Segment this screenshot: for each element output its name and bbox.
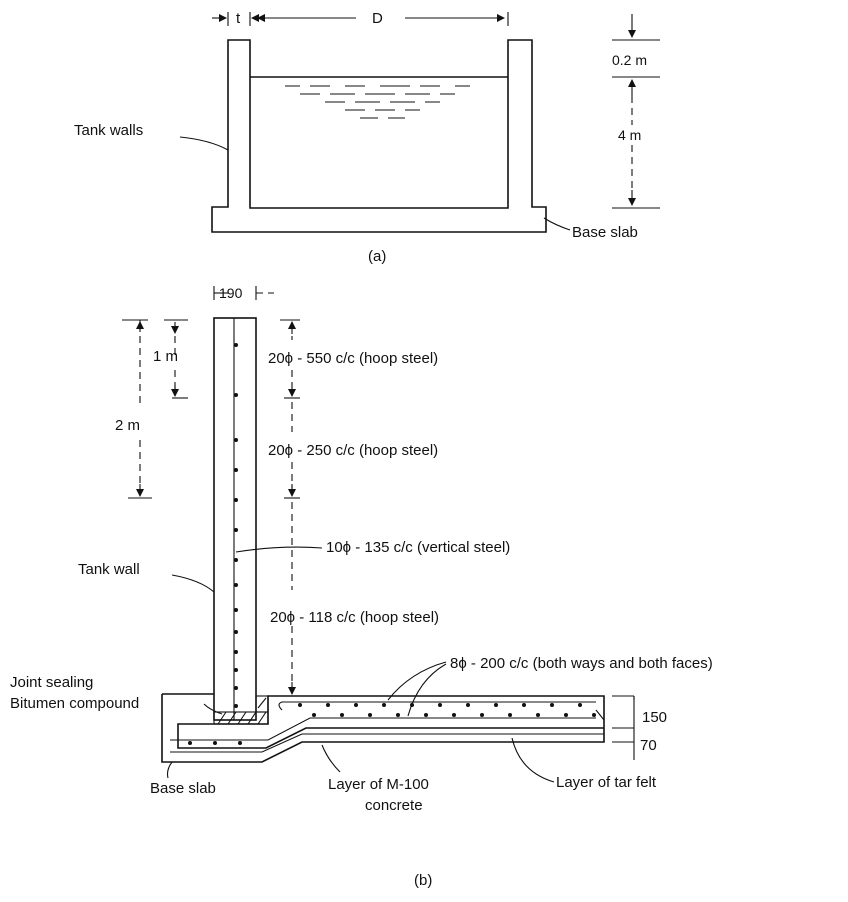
hoop-rebar-dot bbox=[234, 528, 238, 532]
slab-rebar-dot bbox=[578, 703, 582, 707]
label-joint-line2: Bitumen compound bbox=[10, 695, 139, 712]
label-steel-hoop-bottom: 20ϕ - 118 c/c (hoop steel) bbox=[270, 609, 439, 626]
leader-joint bbox=[203, 703, 223, 715]
caption-a: (a) bbox=[368, 248, 386, 265]
label-tank-walls: Tank walls bbox=[74, 122, 143, 139]
slab-top-rebar bbox=[278, 701, 596, 711]
hoop-rebar-dot bbox=[234, 558, 238, 562]
water-hatching bbox=[285, 85, 470, 119]
label-joint-line1: Joint sealing bbox=[10, 674, 93, 691]
base-slab-b bbox=[161, 694, 605, 763]
slab-rebar-dot bbox=[298, 703, 302, 707]
figure-a: t D 0.2 m 4 m Tank walls Base slab (a) bbox=[74, 10, 660, 265]
leader-slab-steel-2 bbox=[407, 663, 447, 717]
hoop-rebar-dot bbox=[234, 438, 238, 442]
dim-2m-label: 2 m bbox=[115, 417, 140, 434]
leader-tar-felt bbox=[511, 737, 555, 783]
slab-rebar-dots bbox=[188, 703, 596, 745]
label-steel-hoop-mid: 20ϕ - 250 c/c (hoop steel) bbox=[268, 442, 438, 459]
slab-rebar-dot bbox=[494, 703, 498, 707]
hoop-rebar-dot bbox=[234, 468, 238, 472]
slab-rebar-dot bbox=[368, 713, 372, 717]
slab-rebar-dot bbox=[326, 703, 330, 707]
leader-m100 bbox=[321, 744, 341, 773]
slab-rebar-dot bbox=[592, 713, 596, 717]
slab-rebar-dot bbox=[238, 741, 242, 745]
slab-rebar-dot bbox=[213, 741, 217, 745]
dim-70-label: 70 bbox=[640, 737, 657, 754]
hoop-rebar-dot bbox=[234, 393, 238, 397]
tank-wall-b bbox=[213, 317, 257, 721]
leader-tank-walls bbox=[179, 136, 229, 151]
dim-150-70 bbox=[612, 695, 635, 760]
dim-d bbox=[257, 12, 509, 26]
dim-1m-2m bbox=[122, 319, 188, 499]
slab-bottom-rebar bbox=[170, 717, 596, 741]
slab-break-line bbox=[595, 709, 605, 721]
hoop-rebar-dot bbox=[234, 583, 238, 587]
dim-150-label: 150 bbox=[642, 709, 667, 726]
leader-tank-wall bbox=[171, 574, 215, 593]
slab-rebar-dot bbox=[480, 713, 484, 717]
label-m100-line2: concrete bbox=[365, 797, 423, 814]
slab-rebar-dot bbox=[564, 713, 568, 717]
dim-heights-a bbox=[612, 14, 660, 209]
hoop-rebar-dot bbox=[234, 608, 238, 612]
slab-rebar-dot bbox=[424, 713, 428, 717]
slab-rebar-dot bbox=[438, 703, 442, 707]
dim-freeboard-label: 0.2 m bbox=[612, 52, 647, 68]
dim-1m-label: 1 m bbox=[153, 348, 178, 365]
tar-felt-line bbox=[170, 733, 604, 753]
hoop-rebar-dot bbox=[234, 630, 238, 634]
hoop-rebar-dot bbox=[234, 704, 238, 708]
label-base-slab-b: Base slab bbox=[150, 780, 216, 797]
hoop-rebar-dot bbox=[234, 686, 238, 690]
label-base-slab-a: Base slab bbox=[572, 224, 638, 241]
slab-rebar-dot bbox=[354, 703, 358, 707]
dim-d-label: D bbox=[372, 10, 383, 27]
slab-rebar-dot bbox=[188, 741, 192, 745]
hoop-rebar-dot bbox=[234, 650, 238, 654]
slab-rebar-dot bbox=[550, 703, 554, 707]
dim-depth-label: 4 m bbox=[618, 127, 641, 143]
dim-190-label: 190 bbox=[219, 285, 243, 301]
label-steel-vertical: 10ϕ - 135 c/c (vertical steel) bbox=[326, 539, 510, 556]
dim-190 bbox=[213, 286, 274, 300]
dim-chain-right bbox=[280, 319, 300, 695]
slab-rebar-dot bbox=[312, 713, 316, 717]
hoop-steel-dots bbox=[234, 343, 238, 708]
hoop-rebar-dot bbox=[234, 498, 238, 502]
caption-b: (b) bbox=[414, 872, 432, 889]
slab-rebar-dot bbox=[340, 713, 344, 717]
slab-rebar-dot bbox=[452, 713, 456, 717]
leader-base-slab-a bbox=[543, 217, 571, 231]
slab-rebar-dot bbox=[508, 713, 512, 717]
label-tar-felt: Layer of tar felt bbox=[556, 774, 657, 791]
slab-rebar-dot bbox=[536, 713, 540, 717]
slab-rebar-dot bbox=[382, 703, 386, 707]
leader-base-slab-b bbox=[166, 761, 173, 779]
label-m100-line1: Layer of M-100 bbox=[328, 776, 429, 793]
slab-rebar-dot bbox=[466, 703, 470, 707]
slab-rebar-dot bbox=[522, 703, 526, 707]
figure-b: 190 bbox=[10, 285, 713, 889]
label-steel-hoop-top: 20ϕ - 550 c/c (hoop steel) bbox=[268, 350, 438, 367]
dim-t bbox=[212, 12, 264, 26]
leader-slab-steel-1 bbox=[387, 661, 447, 701]
leader-vertical-steel bbox=[235, 546, 323, 553]
dim-t-label: t bbox=[236, 10, 241, 27]
tank-a-outline bbox=[211, 39, 547, 233]
hoop-rebar-dot bbox=[234, 668, 238, 672]
label-steel-slab: 8ϕ - 200 c/c (both ways and both faces) bbox=[450, 655, 713, 672]
slab-rebar-dot bbox=[396, 713, 400, 717]
hoop-rebar-dot bbox=[234, 343, 238, 347]
label-tank-wall: Tank wall bbox=[78, 561, 140, 578]
